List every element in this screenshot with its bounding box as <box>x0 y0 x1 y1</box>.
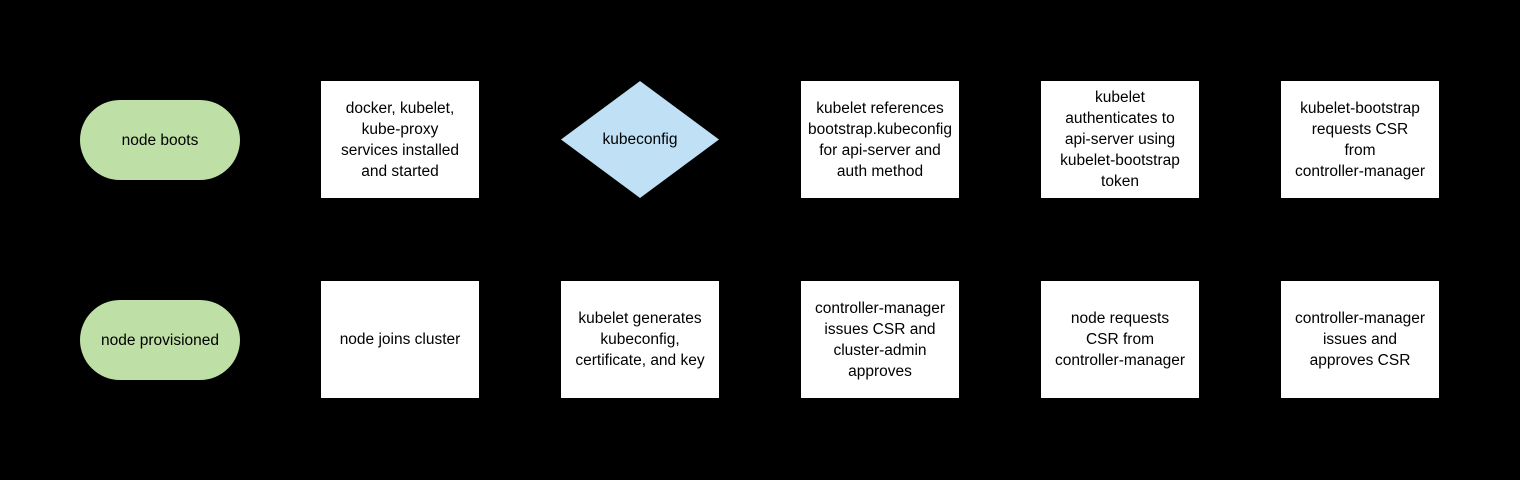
decision-kubeconfig: kubeconfig <box>561 81 719 198</box>
process-kubelet-authenticates: kubelet authenticates to api-server usin… <box>1041 81 1199 198</box>
process-node-requests-csr: node requests CSR from controller-manage… <box>1041 281 1199 398</box>
process-kubelet-bootstrap-requests-csr: kubelet-bootstrap requests CSR from cont… <box>1281 81 1439 198</box>
process-kubelet-generates-kubeconfig: kubelet generates kubeconfig, certificat… <box>561 281 719 398</box>
process-kubelet-references-bootstrap-kubeconfig: kubelet references bootstrap.kubeconfig … <box>801 81 959 198</box>
terminator-node-boots: node boots <box>80 100 240 180</box>
terminator-node-provisioned: node provisioned <box>80 300 240 380</box>
process-services-installed: docker, kubelet, kube-proxy services ins… <box>321 81 479 198</box>
process-node-joins-cluster: node joins cluster <box>321 281 479 398</box>
process-cm-issues-and-approves-csr: controller-manager issues and approves C… <box>1281 281 1439 398</box>
process-cm-issues-csr-admin-approves: controller-manager issues CSR and cluste… <box>801 281 959 398</box>
